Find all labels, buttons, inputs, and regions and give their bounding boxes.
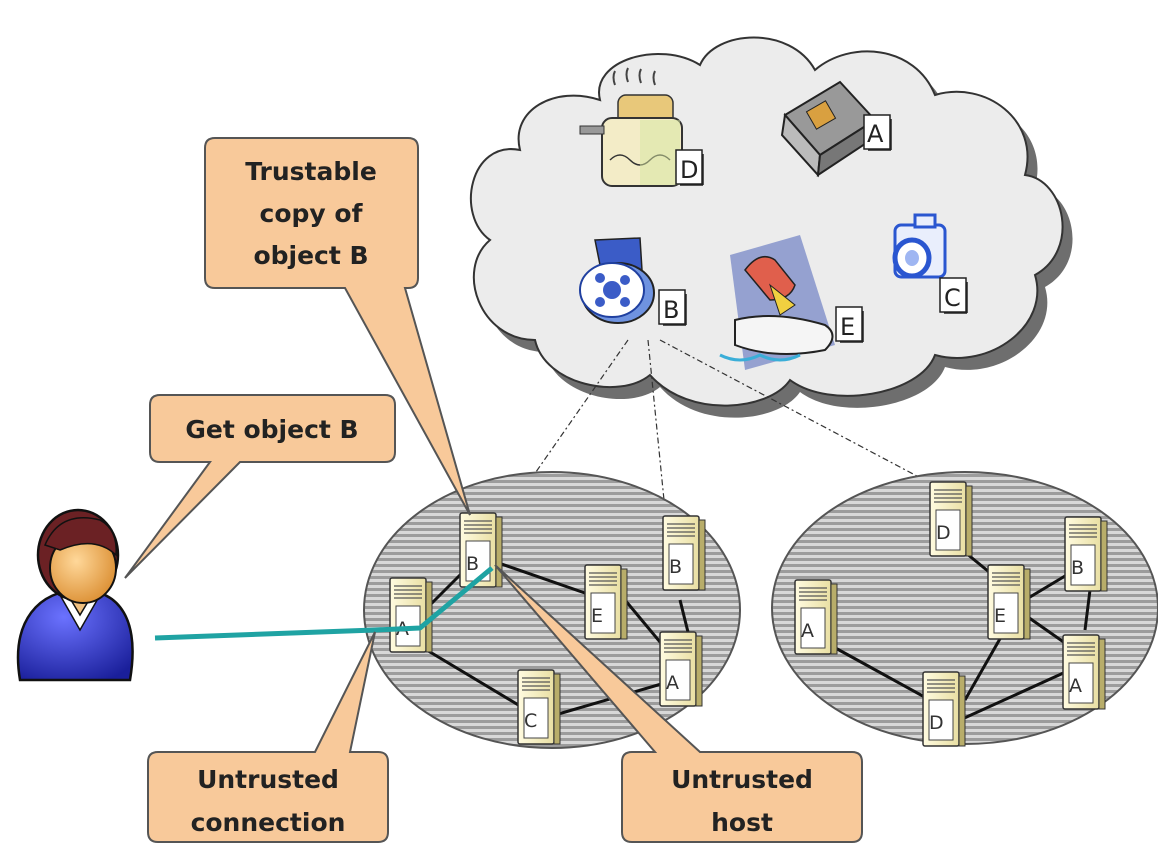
server-n2-b: B [1064, 516, 1108, 592]
svg-text:D: D [680, 156, 698, 184]
server-n1-b-right: B [662, 515, 706, 591]
svg-text:C: C [944, 284, 961, 312]
callout-get-object: Get object B [124, 394, 396, 579]
svg-text:A: A [1069, 675, 1082, 697]
server-n1-b-top: B [459, 512, 503, 588]
svg-text:D: D [936, 522, 951, 544]
svg-text:A: A [666, 672, 679, 694]
svg-text:A: A [801, 620, 814, 642]
camera-icon [892, 213, 947, 279]
svg-text:Untrusted: Untrusted [671, 765, 813, 794]
svg-text:B: B [466, 553, 479, 575]
callout-untrusted-connection: Untrusted connection [147, 631, 389, 843]
jet-ski-icon [719, 235, 835, 370]
svg-text:A: A [867, 120, 884, 148]
server-n1-a-right: A [659, 631, 703, 707]
server-n2-d-top: D [929, 481, 973, 557]
server-n1-e: E [584, 564, 628, 640]
svg-text:copy of: copy of [260, 199, 364, 228]
svg-text:E: E [840, 313, 855, 341]
svg-text:C: C [524, 710, 537, 732]
object-tag-a-cloud: A [863, 114, 892, 151]
svg-text:Untrusted: Untrusted [197, 765, 339, 794]
toaster-icon [579, 67, 683, 187]
svg-text:connection: connection [191, 808, 346, 837]
network-cluster-1: B A E B A C [363, 471, 741, 749]
server-n2-a-left: A [794, 579, 838, 655]
svg-text:B: B [663, 296, 679, 324]
object-tag-b-cloud: B [658, 289, 687, 326]
callout-trustable-copy: Trustable copy of object B [204, 137, 471, 516]
svg-text:B: B [1071, 557, 1084, 579]
server-n2-d-bottom: D [922, 671, 966, 747]
user-avatar [16, 508, 134, 682]
svg-text:Trustable: Trustable [245, 157, 377, 186]
film-reel-icon [579, 237, 655, 324]
object-tag-d: D [675, 149, 704, 186]
server-n2-a-right: A [1062, 634, 1106, 710]
object-tag-e-cloud: E [835, 306, 864, 343]
svg-text:E: E [994, 605, 1006, 627]
svg-text:E: E [591, 605, 603, 627]
svg-text:object B: object B [253, 241, 368, 270]
server-n1-c: C [517, 669, 561, 745]
server-n2-e: E [987, 564, 1031, 640]
svg-text:B: B [669, 556, 682, 578]
server-n1-a-left: A [389, 577, 433, 653]
svg-text:host: host [711, 808, 773, 837]
network-cluster-2: D B E A A D [771, 471, 1158, 747]
untrusted-connection-line [154, 566, 494, 641]
svg-text:D: D [929, 712, 944, 734]
callout-untrusted-host: Untrusted host [494, 564, 863, 843]
svg-text:Get object B: Get object B [185, 415, 358, 444]
object-tag-c-cloud: C [939, 277, 968, 314]
